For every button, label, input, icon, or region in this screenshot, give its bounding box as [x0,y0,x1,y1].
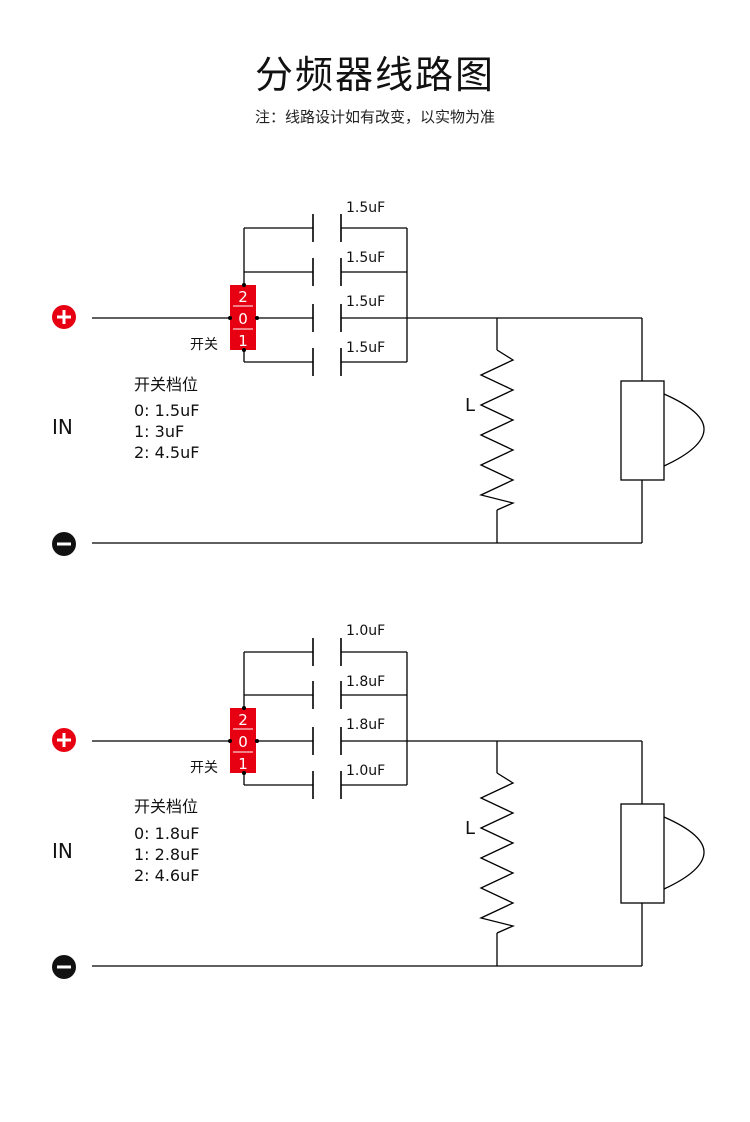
capacitor-value: 1.0uF [346,763,385,779]
switch: 2 0 1 [228,706,259,775]
switch-legend-line: 2: 4.6uF [134,866,199,885]
switch-position-label: 2 [238,711,248,729]
switch-label: 开关 [190,337,218,353]
capacitor [312,304,342,332]
switch-legend-title: 开关档位 [134,375,198,394]
switch-position-label: 0 [238,310,248,328]
circuit-1: IN [52,200,705,556]
capacitor-value: 1.5uF [346,200,385,216]
switch-label: 开关 [190,760,218,776]
positive-terminal-icon [52,305,76,329]
inductor [479,772,516,934]
capacitor [312,727,342,755]
switch-position-label: 1 [238,755,248,773]
switch-legend-title: 开关档位 [134,797,198,816]
capacitor-value: 1.5uF [346,340,385,356]
capacitor [312,771,342,799]
negative-terminal-icon [52,955,76,979]
negative-terminal-icon [52,532,76,556]
switch-position-label: 0 [238,733,248,751]
input-label: IN [52,415,73,439]
switch-legend-line: 2: 4.5uF [134,443,199,462]
inductor-label: L [465,818,475,839]
capacitor-value: 1.8uF [346,717,385,733]
capacitor [312,258,342,286]
capacitor [312,348,342,376]
switch-legend-line: 1: 3uF [134,422,184,441]
positive-terminal-icon [52,728,76,752]
wires [92,651,643,967]
speaker-icon [620,803,705,904]
capacitor-value: 1.5uF [346,294,385,310]
inductor-label: L [465,395,475,416]
switch-legend-line: 0: 1.5uF [134,401,199,420]
capacitor [312,681,342,709]
switch-position-label: 1 [238,332,248,350]
capacitor-value: 1.0uF [346,623,385,639]
capacitor-value: 1.5uF [346,250,385,266]
inductor [479,349,516,511]
circuit-2: IN [52,623,705,979]
capacitor [312,638,342,666]
page-title: 分频器线路图 [254,53,495,97]
capacitor [312,214,342,242]
input-label: IN [52,839,73,863]
capacitor-value: 1.8uF [346,674,385,690]
switch-position-label: 2 [238,288,248,306]
speaker-icon [620,380,705,481]
switch-legend-line: 0: 1.8uF [134,824,199,843]
page-note: 注：线路设计如有改变，以实物为准 [254,108,495,126]
switch: 2 0 1 [228,283,259,352]
switch-legend-line: 1: 2.8uF [134,845,199,864]
